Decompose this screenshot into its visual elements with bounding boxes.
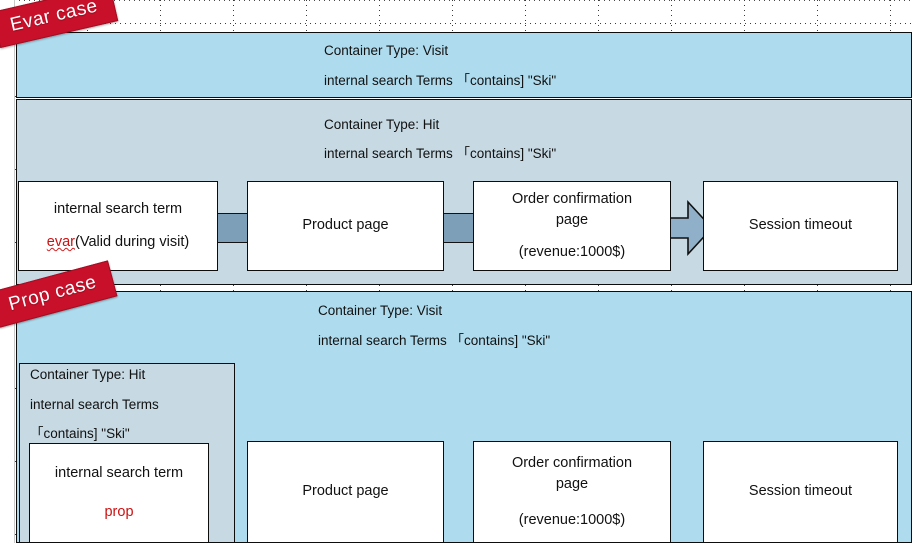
evar-node-product-page[interactable]: Product page — [247, 181, 444, 271]
evar-node-internal-search-term[interactable]: internal search term evar(Valid during v… — [18, 181, 218, 271]
evar-flow-arrow — [667, 199, 714, 257]
evar-hit-container-type: Container Type: Hit — [324, 117, 440, 132]
node-line-1: Order confirmation — [511, 191, 633, 208]
node-revenue: (revenue:1000$) — [518, 243, 626, 260]
prop-hit-container-type: Container Type: Hit — [30, 367, 146, 382]
evar-visit-container-rule: internal search Terms 「contains] "Ski" — [324, 73, 557, 88]
evar-keyword: evar — [46, 234, 76, 250]
prop-visit-container-rule: internal search Terms 「contains] "Ski" — [318, 333, 551, 348]
evar-visit-container-type: Container Type: Visit — [324, 43, 449, 58]
node-line-1: Product page — [302, 483, 389, 500]
prop-node-order-confirmation-page[interactable]: Order confirmation page (revenue:1000$) — [473, 441, 671, 543]
prop-visit-container-type: Container Type: Visit — [318, 303, 443, 318]
prop-hit-container-rule-line-2: 「contains] "Ski" — [30, 426, 130, 441]
grid-line-h — [0, 23, 912, 24]
page-left-margin-strip — [0, 0, 15, 543]
evar-validity-note: (Valid during visit) — [75, 234, 190, 250]
prop-node-internal-search-term[interactable]: internal search term prop — [29, 443, 209, 543]
node-line-1: internal search term — [54, 464, 184, 481]
node-line-1: Order confirmation — [511, 455, 633, 472]
prop-hit-container-rule-line-1: internal search Terms — [30, 397, 159, 412]
node-line-2: evar(Valid during visit) — [47, 232, 189, 253]
node-line-1: Product page — [302, 217, 389, 234]
node-line-2: page — [555, 212, 589, 229]
prop-node-product-page[interactable]: Product page — [247, 441, 444, 543]
evar-visit-container — [16, 32, 912, 98]
node-line-1: internal search term — [53, 200, 183, 217]
node-revenue: (revenue:1000$) — [518, 511, 626, 528]
prop-node-session-timeout[interactable]: Session timeout — [703, 441, 898, 543]
node-line-1: Session timeout — [748, 483, 853, 500]
node-line-1: Session timeout — [748, 217, 853, 234]
prop-keyword: prop — [104, 504, 134, 520]
evar-hit-container-rule: internal search Terms 「contains] "Ski" — [324, 146, 557, 161]
evar-node-session-timeout[interactable]: Session timeout — [703, 181, 898, 271]
evar-node-order-confirmation-page[interactable]: Order confirmation page (revenue:1000$) — [473, 181, 671, 271]
node-line-2: page — [555, 476, 589, 493]
